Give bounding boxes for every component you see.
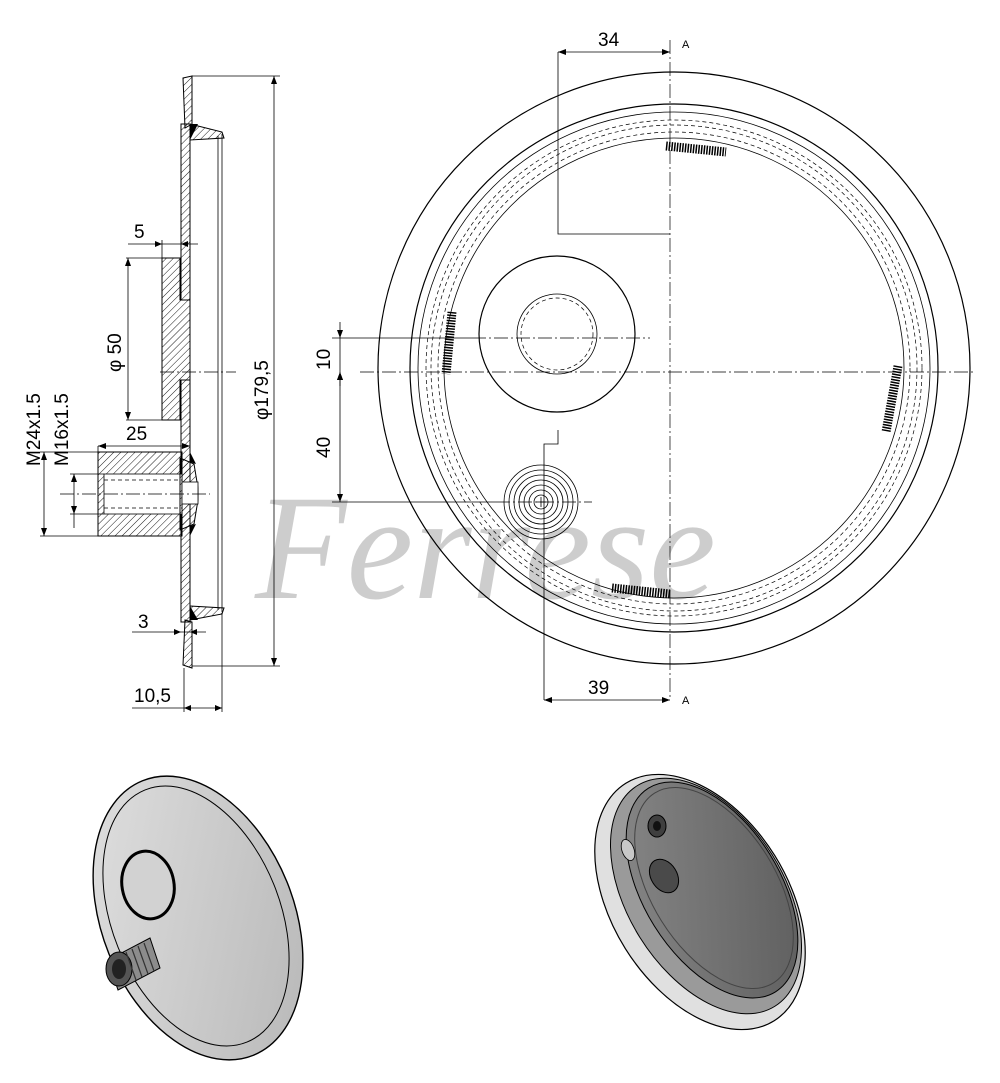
front-outer-rim: [377, 71, 971, 665]
dim-vertical-10: 10: [314, 349, 335, 370]
dim-bottom-offset: 39: [588, 678, 609, 699]
section-label-bottom: A: [682, 695, 690, 707]
dim-total-depth: 10,5: [134, 686, 171, 707]
iso-view-left: [92, 775, 304, 1061]
dim-vertical-40: 40: [314, 437, 335, 458]
dim-bottom-width: 3: [138, 612, 149, 633]
side-rim-bottom: [182, 619, 193, 669]
side-plate-upper: [180, 123, 191, 301]
watermark-text: Ferrese: [254, 465, 716, 631]
side-boss: [161, 257, 191, 421]
front-bore-outer: [478, 255, 636, 413]
front-view: 34 A 39 A 10 40: [314, 30, 976, 707]
iso-view-right: [594, 773, 806, 1031]
dim-outer-thread: M24x1.5: [24, 393, 45, 466]
side-rim-top: [182, 75, 193, 129]
dim-top-offset: 34: [598, 30, 620, 51]
front-spring-clips: [441, 141, 903, 599]
iso-left-fitting: [105, 937, 161, 991]
dim-inner-thread: M16x1.5: [52, 393, 73, 466]
iso-left-bore: [120, 849, 176, 921]
front-bore-inner: [516, 293, 598, 375]
dim-bore-diameter: φ 50: [105, 333, 126, 372]
side-weld-bottom: [190, 606, 198, 620]
front-flange: [409, 103, 939, 633]
side-section-view: 5 φ 50 φ179,5 M24x1.5 M16x1.5: [24, 75, 280, 712]
iso-right-bore: [648, 858, 680, 894]
side-weld-top: [190, 124, 198, 140]
section-label-top: A: [682, 39, 690, 51]
dim-top-width: 5: [134, 222, 145, 243]
dim-outer-diameter: φ179,5: [252, 360, 273, 420]
dim-fitting-length: 25: [126, 424, 147, 445]
